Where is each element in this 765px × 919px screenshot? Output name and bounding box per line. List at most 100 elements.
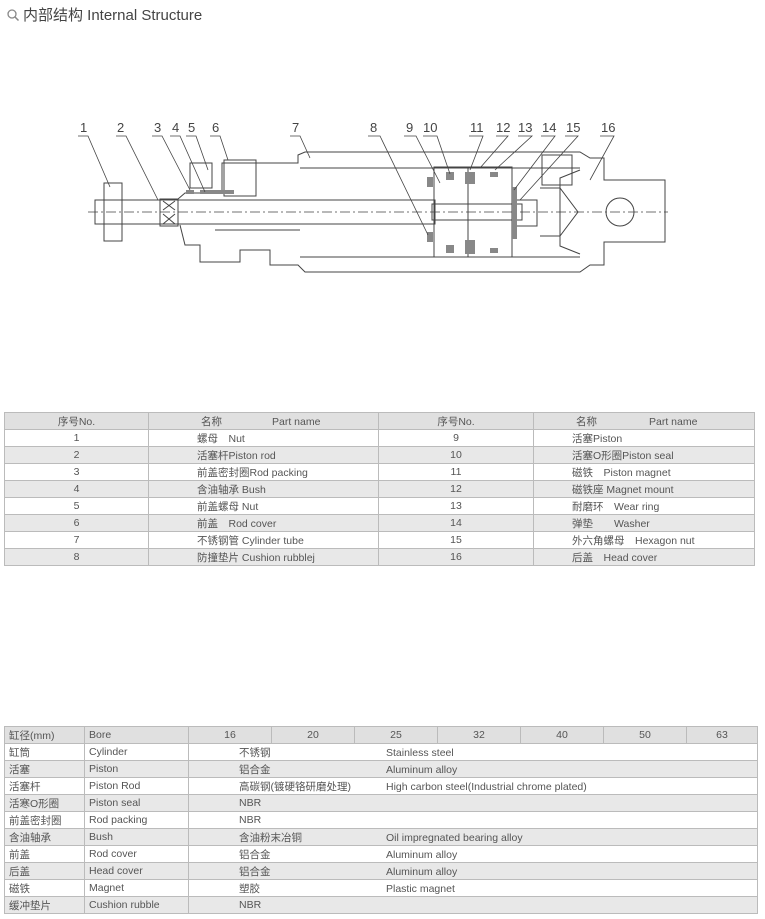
component-cn: 前盖	[4, 845, 85, 863]
callout-15: 15	[566, 120, 580, 135]
component-en: Head cover	[84, 862, 189, 880]
part-name: 活塞杆Piston rod	[148, 446, 379, 464]
part-name: 耐磨环 Wear ring	[533, 497, 755, 515]
header-no: 序号No.	[4, 412, 149, 430]
parts-table-row: 7 不锈钢管 Cylinder tube 15 外六角螺母 Hexagon nu…	[4, 531, 755, 549]
bore-header-en: Bore	[84, 726, 189, 744]
callout-14: 14	[542, 120, 556, 135]
callout-6: 6	[212, 120, 219, 135]
part-no: 6	[4, 514, 149, 532]
part-no: 16	[378, 548, 534, 566]
spec-table-header: 缸径(mm) Bore 16 20 25 32 40 50 63	[4, 726, 758, 744]
material-cn: 高碳钢(镀硬铬研磨处理)	[239, 780, 351, 793]
callout-12: 12	[496, 120, 510, 135]
callout-11: 11	[470, 120, 484, 135]
spec-table-row: 前盖密封圈 Rod packing NBR	[4, 811, 758, 829]
part-no: 11	[378, 463, 534, 481]
parts-table-row: 6 前盖 Rod cover 14 弹垫 Washer	[4, 514, 755, 532]
callout-4: 4	[172, 120, 179, 135]
material-cn: NBR	[239, 797, 262, 809]
material: 铝合金 Aluminum alloy	[188, 760, 758, 778]
material-en: Aluminum alloy	[386, 865, 458, 878]
component-cn: 活塞	[4, 760, 85, 778]
callout-3: 3	[154, 120, 161, 135]
material-cn: 不锈钢	[239, 746, 271, 759]
callout-13: 13	[518, 120, 532, 135]
bore-25: 25	[354, 726, 438, 744]
bore-32: 32	[437, 726, 521, 744]
component-en: Magnet	[84, 879, 189, 897]
material: NBR	[188, 811, 758, 829]
component-en: Rod cover	[84, 845, 189, 863]
callout-5: 5	[188, 120, 195, 135]
material-spec-table: 缸径(mm) Bore 16 20 25 32 40 50 63 缸筒 Cyli…	[4, 726, 758, 914]
bore-40: 40	[520, 726, 604, 744]
part-no: 7	[4, 531, 149, 549]
component-en: Cushion rubble	[84, 896, 189, 914]
spec-table-row: 活塞杆 Piston Rod 高碳钢(镀硬铬研磨处理) High carbon s…	[4, 777, 758, 795]
part-no: 2	[4, 446, 149, 464]
part-name: 磁铁 Piston magnet	[533, 463, 755, 481]
part-name: 弹垫 Washer	[533, 514, 755, 532]
part-no: 1	[4, 429, 149, 447]
component-cn: 缸筒	[4, 743, 85, 761]
part-no: 9	[378, 429, 534, 447]
material-cn: NBR	[239, 814, 262, 826]
material-en: High carbon steel(Industrial chrome plat…	[386, 780, 587, 793]
parts-table-row: 1 螺母 Nut 9 活塞Piston	[4, 429, 755, 447]
material-cn: 铝合金	[239, 865, 271, 878]
spec-table-row: 活寒O形圈 Piston seal NBR	[4, 794, 758, 812]
material-cn: 铝合金	[239, 763, 271, 776]
callout-9: 9	[406, 120, 413, 135]
parts-table-row: 5 前盖螺母 Nut 13 耐磨环 Wear ring	[4, 497, 755, 515]
callout-1: 1	[80, 120, 87, 135]
search-icon	[7, 8, 20, 21]
bore-20: 20	[271, 726, 355, 744]
component-cn: 活塞杆	[4, 777, 85, 795]
part-no: 8	[4, 548, 149, 566]
header-no-2: 序号No.	[378, 412, 534, 430]
part-name: 活塞O形圈Piston seal	[533, 446, 755, 464]
component-en: Piston seal	[84, 794, 189, 812]
material: 不锈钢 Stainless steel	[188, 743, 758, 761]
parts-table-row: 8 防撞垫片 Cushion rubblej 16 后盖 Head cover	[4, 548, 755, 566]
part-no: 3	[4, 463, 149, 481]
part-name: 后盖 Head cover	[533, 548, 755, 566]
part-name: 防撞垫片 Cushion rubblej	[148, 548, 379, 566]
part-name: 活塞Piston	[533, 429, 755, 447]
component-cn: 缓冲垫片	[4, 896, 85, 914]
part-name: 前盖密封圈Rod packing	[148, 463, 379, 481]
parts-table-row: 4 含油轴承 Bush 12 磁铁座 Magnet mount	[4, 480, 755, 498]
bore-63: 63	[686, 726, 758, 744]
bore-16: 16	[188, 726, 272, 744]
material-cn: 含油粉末冶铜	[239, 831, 302, 844]
component-cn: 前盖密封圈	[4, 811, 85, 829]
parts-table-row: 2 活塞杆Piston rod 10 活塞O形圈Piston seal	[4, 446, 755, 464]
component-en: Rod packing	[84, 811, 189, 829]
component-en: Piston Rod	[84, 777, 189, 795]
component-cn: 后盖	[4, 862, 85, 880]
material: 铝合金 Aluminum alloy	[188, 862, 758, 880]
part-no: 14	[378, 514, 534, 532]
part-no: 5	[4, 497, 149, 515]
section-title: 内部结构 Internal Structure	[6, 4, 202, 25]
component-cn: 活寒O形圈	[4, 794, 85, 812]
part-name: 外六角螺母 Hexagon nut	[533, 531, 755, 549]
material-cn: 铝合金	[239, 848, 271, 861]
part-no: 12	[378, 480, 534, 498]
part-no: 13	[378, 497, 534, 515]
material: NBR	[188, 896, 758, 914]
material-en: Plastic magnet	[386, 882, 455, 895]
bore-50: 50	[603, 726, 687, 744]
material-en: Stainless steel	[386, 746, 454, 759]
material-en: Aluminum alloy	[386, 763, 458, 776]
